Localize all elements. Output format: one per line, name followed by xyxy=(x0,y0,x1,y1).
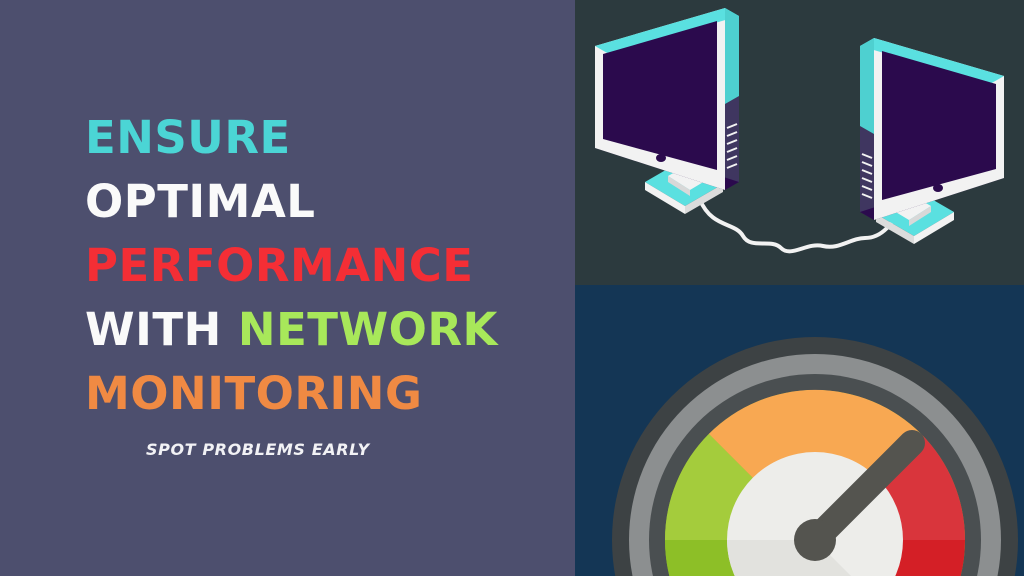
monitor-left-stand-base-side xyxy=(645,182,685,214)
monitor-right-stand-base-front xyxy=(876,214,914,244)
monitor-right-stand-neck-side xyxy=(909,206,931,226)
headline-line-4-word-network: NETWORK xyxy=(237,303,498,356)
monitor-left-camera-dot xyxy=(656,154,666,162)
headline-line-1: ENSURE xyxy=(85,111,291,164)
gauge-needle-hub xyxy=(794,519,836,561)
headline-line-4: WITH NETWORK xyxy=(85,298,555,362)
monitor-left-top-accent-side xyxy=(725,8,739,104)
monitor-left-stand-neck-side xyxy=(668,176,690,196)
monitor-left-screen xyxy=(603,21,717,170)
headline-line-4-word-with: WITH xyxy=(85,303,238,356)
monitor-right xyxy=(860,38,1004,244)
headline-line-5: MONITORING xyxy=(85,367,423,420)
monitor-right-top-accent-side xyxy=(860,38,874,134)
monitor-left-top-accent xyxy=(595,8,739,54)
monitor-left-vents xyxy=(726,123,738,169)
gauge-needle xyxy=(794,430,925,561)
headline-line-2: OPTIMAL xyxy=(85,175,316,228)
network-cable xyxy=(698,198,903,254)
monitor-right-vents xyxy=(861,153,873,199)
headline-block: ENSURE OPTIMAL PERFORMANCE WITH NETWORK … xyxy=(85,106,555,426)
headline-line-3: PERFORMANCE xyxy=(85,239,474,292)
monitor-left-stand-base-front xyxy=(685,184,723,214)
monitor-left xyxy=(595,8,739,214)
subtitle-tagline: SPOT PROBLEMS EARLY xyxy=(146,440,370,459)
monitor-right-top-accent xyxy=(860,38,1004,84)
monitor-right-stand-base-side xyxy=(914,212,954,244)
left-text-panel: ENSURE OPTIMAL PERFORMANCE WITH NETWORK … xyxy=(85,106,555,459)
monitors-illustration-panel xyxy=(575,0,1024,285)
monitor-right-camera-dot xyxy=(933,184,943,192)
gauge-illustration-panel xyxy=(575,285,1024,576)
networked-monitors-icon xyxy=(595,8,1004,254)
monitor-right-screen xyxy=(882,51,996,200)
speedometer-gauge-icon xyxy=(612,337,1018,576)
